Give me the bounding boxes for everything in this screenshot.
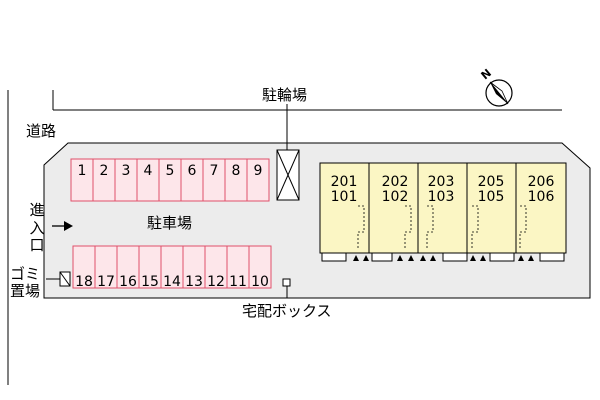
unit-number-upper: 201 (331, 174, 358, 190)
north-label: N (479, 66, 494, 82)
bicycle-parking-box (276, 149, 300, 201)
parking-number: 12 (207, 274, 225, 290)
parking-number: 3 (122, 163, 131, 179)
entrance-label: 進入口 (29, 201, 45, 255)
parking-number: 6 (188, 163, 197, 179)
parking-number: 13 (185, 274, 203, 290)
parking-number: 9 (254, 163, 263, 179)
parking-row-top: 1 2 3 4 5 6 7 8 9 (70, 158, 270, 202)
parking-number: 2 (100, 163, 109, 179)
parking-lot-label: 駐車場 (147, 214, 193, 232)
unit-number-lower: 102 (382, 189, 409, 205)
parking-number: 5 (166, 163, 175, 179)
unit-number-lower: 101 (331, 189, 358, 205)
parking-number: 10 (251, 274, 269, 290)
parking-number: 18 (75, 274, 93, 290)
unit-number-upper: 205 (478, 174, 505, 190)
parking-number: 14 (163, 274, 181, 290)
parking-number: 8 (232, 163, 241, 179)
compass-north-icon: N (479, 66, 513, 107)
parking-space (246, 158, 270, 202)
unit-number-upper: 202 (382, 174, 409, 190)
unit-number-lower: 103 (428, 189, 455, 205)
parking-number: 16 (119, 274, 137, 290)
road-label: 道路 (26, 122, 57, 140)
parking-number: 1 (78, 163, 87, 179)
parking-number: 15 (141, 274, 159, 290)
parking-space (248, 245, 272, 289)
delivery-box-label: 宅配ボックス (242, 302, 332, 320)
parking-row-bottom: 18 17 16 15 14 13 12 11 10 (72, 245, 272, 290)
unit-number-lower: 106 (528, 189, 555, 205)
parking-number: 17 (97, 274, 115, 290)
garbage-area-label: ゴミ置場 (10, 265, 41, 300)
parking-number: 4 (144, 163, 153, 179)
unit-number-upper: 206 (528, 174, 555, 190)
hatched-box-icon (59, 271, 71, 287)
unit-number-upper: 203 (428, 174, 455, 190)
square-icon (282, 278, 291, 287)
apartment-building: 201 101 202 102 203 103 205 105 206 106 (319, 162, 567, 262)
parking-number: 11 (229, 274, 247, 290)
arrow-right-icon (52, 221, 73, 231)
unit-number-lower: 105 (478, 189, 505, 205)
parking-number: 7 (210, 163, 219, 179)
bicycle-parking-label: 駐輪場 (262, 86, 308, 104)
